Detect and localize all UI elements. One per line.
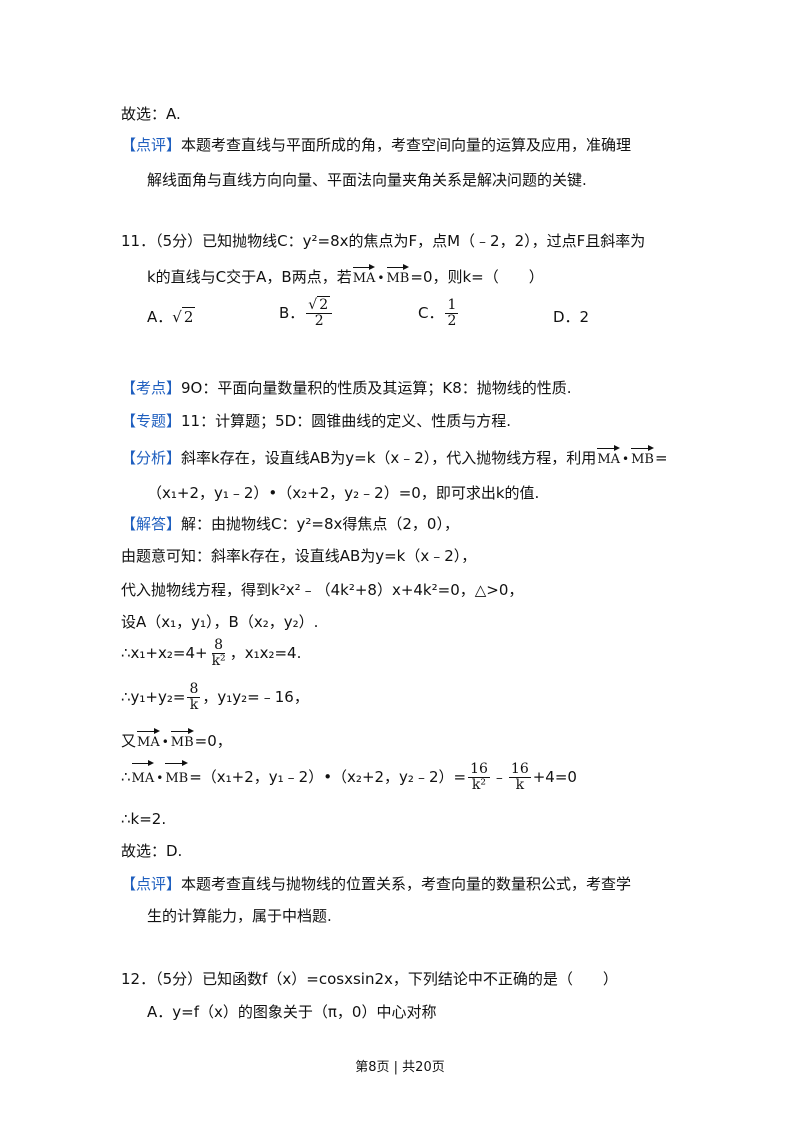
solution-step-3: 代入抛物线方程，得到k²x²﹣（4k²+8）x+4k²=0，△>0， — [121, 581, 524, 599]
step8-c: +4=0 — [532, 768, 577, 786]
vector-mb: MB — [170, 728, 194, 754]
step8-a: ∴ — [121, 768, 131, 786]
solution-step-2: 由题意可知：斜率k存在，设直线AB为y=k（x﹣2）， — [121, 547, 477, 565]
step6-a: ∴y₁+y₂= — [121, 688, 186, 706]
step6-b: ，y₁y₂=﹣16， — [202, 688, 309, 706]
question-11-stem-cont: k的直线与C交于A，B两点，若MA•MB=0，则k=（ ） — [147, 264, 544, 290]
kaodian-text: 9O：平面向量数量积的性质及其运算；K8：抛物线的性质. — [181, 379, 572, 397]
review-tag: 【点评】 — [121, 136, 182, 154]
solution-step-4: 设A（x₁，y₁），B（x₂，y₂）. — [121, 613, 319, 631]
vector-ma: MA — [137, 728, 160, 754]
kaodian-tag: 【考点】 — [121, 379, 182, 397]
fraction-b-den: 2 — [314, 313, 324, 329]
step5-a: ∴x₁+x₂=4+ — [121, 644, 208, 662]
dot-operator: • — [377, 271, 385, 285]
review-text-2-cont: 生的计算能力，属于中档题. — [147, 907, 332, 925]
solution-step-1: 解：由抛物线C：y²=8x得焦点（2，0）， — [181, 515, 459, 533]
zhuanti-line: 【专题】11：计算题；5D：圆锥曲线的定义、性质与方程. — [121, 410, 511, 432]
dot-operator: • — [156, 771, 164, 785]
option-b-label: B． — [279, 304, 305, 322]
zhuanti-tag: 【专题】 — [121, 412, 182, 430]
sqrt-expression: √2 — [172, 307, 196, 326]
dot-operator: • — [161, 735, 169, 749]
step8-b: =（x₁+2，y₁﹣2）•（x₂+2，y₂﹣2）= — [189, 768, 467, 786]
vector-ma: MA — [352, 264, 375, 290]
dot-operator: • — [622, 452, 630, 466]
jieda-line: 【解答】解：由抛物线C：y²=8x得焦点（2，0）， — [121, 513, 459, 535]
option-c-label: C． — [418, 304, 444, 322]
fraction-b-num: √2 — [306, 296, 333, 314]
fraction-c-num: 1 — [445, 297, 459, 314]
kaodian-line: 【考点】9O：平面向量数量积的性质及其运算；K8：抛物线的性质. — [121, 377, 572, 399]
fenxi-line: 【分析】斜率k存在，设直线AB为y=k（x﹣2），代入抛物线方程，利用MA•MB… — [121, 445, 668, 471]
vector-ma: MA — [131, 760, 154, 794]
solution-step-9: ∴k=2. — [121, 810, 167, 828]
answer-choice-line: 故选：A. — [121, 105, 181, 123]
option-a: A．√2 — [147, 306, 196, 328]
vector-mb: MB — [165, 760, 188, 794]
step5-b: ，x₁x₂=4. — [229, 644, 302, 662]
fenxi-tag: 【分析】 — [121, 449, 182, 467]
review-tag: 【点评】 — [121, 875, 182, 893]
option-a-label: A． — [147, 308, 173, 326]
review-paragraph: 【点评】本题考查直线与平面所成的角，考查空间向量的运算及应用，准确理 — [121, 134, 631, 156]
review-text-cont: 解线面角与直线方向向量、平面法向量夹角关系是解决问题的关键. — [147, 171, 587, 189]
minus-sign: ﹣ — [491, 768, 507, 786]
review-text-2: 本题考查直线与抛物线的位置关系，考查向量的数量积公式，考查学 — [181, 875, 632, 893]
review-paragraph-2: 【点评】本题考查直线与抛物线的位置关系，考查向量的数量积公式，考查学 — [121, 873, 631, 895]
fenxi-equals: = — [654, 449, 668, 467]
jieda-tag: 【解答】 — [121, 515, 182, 533]
question-11-stem: 11．（5分）已知抛物线C：y²=8x的焦点为F，点M（﹣2，2），过点F且斜率… — [121, 232, 646, 250]
review-text: 本题考查直线与平面所成的角，考查空间向量的运算及应用，准确理 — [181, 136, 632, 154]
page-footer: 第8页 | 共20页 — [355, 1060, 445, 1075]
step7-b: =0， — [194, 732, 232, 750]
step7-a: 又 — [121, 732, 137, 750]
vector-ma: MA — [597, 445, 620, 471]
option-d: D．2 — [553, 308, 590, 326]
fenxi-text: 斜率k存在，设直线AB为y=k（x﹣2），代入抛物线方程，利用 — [181, 449, 597, 467]
solution-step-7: 又MA•MB=0， — [121, 728, 232, 754]
zhuanti-text: 11：计算题；5D：圆锥曲线的定义、性质与方程. — [181, 412, 511, 430]
q11-text-b: =0，则k=（ ） — [410, 268, 544, 286]
fraction-c-den: 2 — [447, 313, 457, 329]
q11-text-a: k的直线与C交于A，B两点，若 — [147, 268, 352, 286]
question-12-option-a: A．y=f（x）的图象关于（π，0）中心对称 — [147, 1003, 437, 1021]
question-12-stem: 12．（5分）已知函数f（x）=cosxsin2x，下列结论中不正确的是（ ） — [121, 970, 618, 988]
vector-mb: MB — [386, 264, 409, 290]
fenxi-line-cont: （x₁+2，y₁﹣2）•（x₂+2，y₂﹣2）=0，即可求出k的值. — [147, 484, 540, 502]
vector-mb: MB — [631, 445, 654, 471]
radicand: 2 — [181, 307, 196, 326]
answer-choice-line-2: 故选：D. — [121, 842, 183, 860]
